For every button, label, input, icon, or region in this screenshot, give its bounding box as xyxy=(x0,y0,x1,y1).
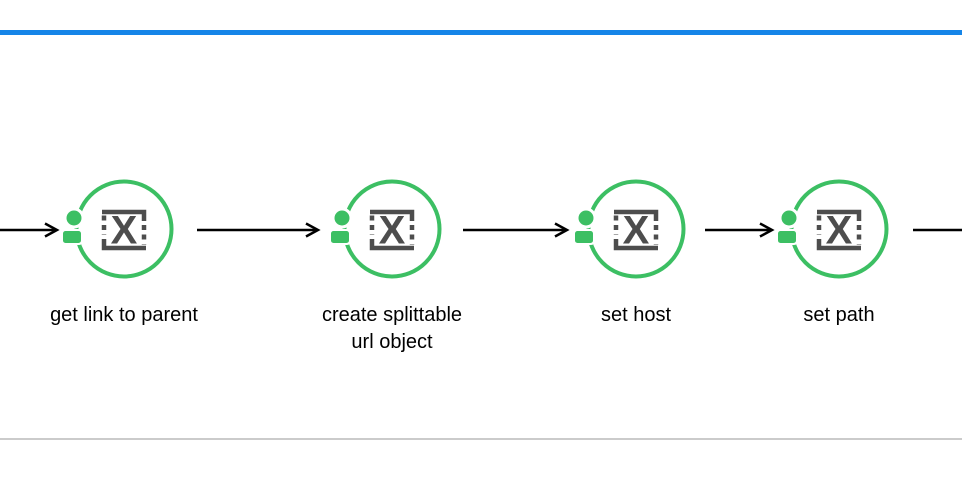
top-accent-bar xyxy=(0,30,962,35)
input-port-dash-icon[interactable] xyxy=(331,231,349,243)
node-label-line: create splittable xyxy=(321,304,463,326)
node-label-line: get link to parent xyxy=(50,304,198,326)
input-port-dash-icon[interactable] xyxy=(575,231,593,243)
x-box-icon: X xyxy=(816,209,862,253)
x-box-icon: X xyxy=(613,209,659,253)
icon-x-glyph: X xyxy=(623,209,650,253)
connection-arrow-incoming xyxy=(0,222,60,238)
input-port-dash-icon[interactable] xyxy=(778,231,796,243)
node-label: set host xyxy=(516,302,756,329)
connection-arrow-1-2 xyxy=(197,222,321,238)
workflow-node-set-path[interactable]: X xyxy=(774,164,904,294)
node-label: create splittable url object xyxy=(272,302,512,356)
input-port-dash-icon[interactable] xyxy=(63,231,81,243)
node-graphic[interactable]: X xyxy=(327,164,457,294)
icon-x-glyph: X xyxy=(826,209,853,253)
node-label: set path xyxy=(719,302,959,329)
icon-x-glyph: X xyxy=(379,209,406,253)
node-graphic[interactable]: X xyxy=(59,164,189,294)
workflow-node-get-link-to-parent[interactable]: X xyxy=(59,164,189,294)
connection-arrow-3-4 xyxy=(705,222,775,238)
node-graphic[interactable]: X xyxy=(774,164,904,294)
workflow-node-create-splittable-url-object[interactable]: X xyxy=(327,164,457,294)
input-port-dot-icon[interactable] xyxy=(66,210,82,226)
node-graphic[interactable]: X xyxy=(571,164,701,294)
icon-x-glyph: X xyxy=(111,209,138,253)
node-label-line: set host xyxy=(600,304,672,326)
input-port-dot-icon[interactable] xyxy=(781,210,797,226)
node-label-line: set path xyxy=(803,304,875,326)
node-label: get link to parent xyxy=(4,302,244,329)
input-port-dot-icon[interactable] xyxy=(578,210,594,226)
x-box-icon: X xyxy=(369,209,415,253)
connection-arrow-2-3 xyxy=(463,222,570,238)
input-port-dot-icon[interactable] xyxy=(334,210,350,226)
workflow-node-set-host[interactable]: X xyxy=(571,164,701,294)
node-label-line: url object xyxy=(351,331,433,353)
x-box-icon: X xyxy=(101,209,147,253)
bottom-divider-line xyxy=(0,438,962,440)
